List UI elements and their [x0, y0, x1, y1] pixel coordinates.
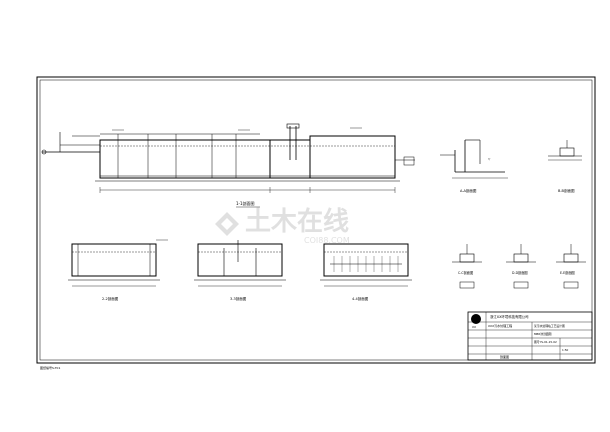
section-a-drawing: ▽ — [440, 139, 508, 179]
company-logo-icon — [471, 314, 481, 324]
watermark-text-url: COI88.COM — [304, 236, 350, 245]
section-main-long — [41, 123, 415, 193]
section-label-2: 2-2剖面图 — [102, 296, 119, 301]
drawing-number: 图号YS-01-15-02 — [534, 340, 557, 344]
section-label-e: E-E剖面图 — [560, 270, 575, 275]
row2-details — [459, 281, 579, 289]
outer-frame — [36, 76, 596, 364]
section-label-3: 3-3剖面图 — [230, 296, 247, 301]
section-label-4: 4-4剖面图 — [352, 296, 369, 301]
section-label-main: 1-1剖面图 — [236, 200, 255, 206]
section-c-drawing — [452, 244, 482, 263]
watermark-text-cn: 土木在线 — [245, 207, 349, 237]
section-3-drawing — [194, 240, 286, 287]
section-label-d: D-D剖面图 — [512, 270, 528, 275]
section-4-drawing — [320, 243, 412, 287]
svg-text:▽: ▽ — [488, 157, 491, 161]
logo-text: XX — [472, 325, 476, 329]
inner-frame — [39, 79, 593, 361]
section-b-drawing — [548, 140, 582, 161]
watermark: 土木在线 COI88.COM — [215, 207, 350, 245]
drawing-name-b: MBR池剖面图 — [534, 332, 552, 336]
footer-note: 图纸编号S-T01 — [40, 365, 60, 370]
project-name: XXX污水处理工程 — [488, 323, 512, 328]
drawing-scale: 1:50 — [562, 348, 569, 352]
section-d-drawing — [506, 244, 536, 263]
section-e-drawing — [556, 244, 586, 263]
title-block — [467, 311, 593, 361]
watermark-logo-icon — [215, 212, 239, 236]
drawing-name-a: 某污水处理站工艺设计图 — [534, 324, 565, 328]
section-label-c: C-C剖面图 — [458, 270, 473, 275]
sheet-title: 剖面图 — [500, 354, 509, 359]
section-label-b: B-B剖面图 — [558, 188, 575, 193]
section-label-a: A-A剖面图 — [460, 188, 477, 193]
company-name: 浙江XX环境科技有限公司 — [490, 314, 529, 319]
section-2-drawing — [68, 239, 168, 287]
